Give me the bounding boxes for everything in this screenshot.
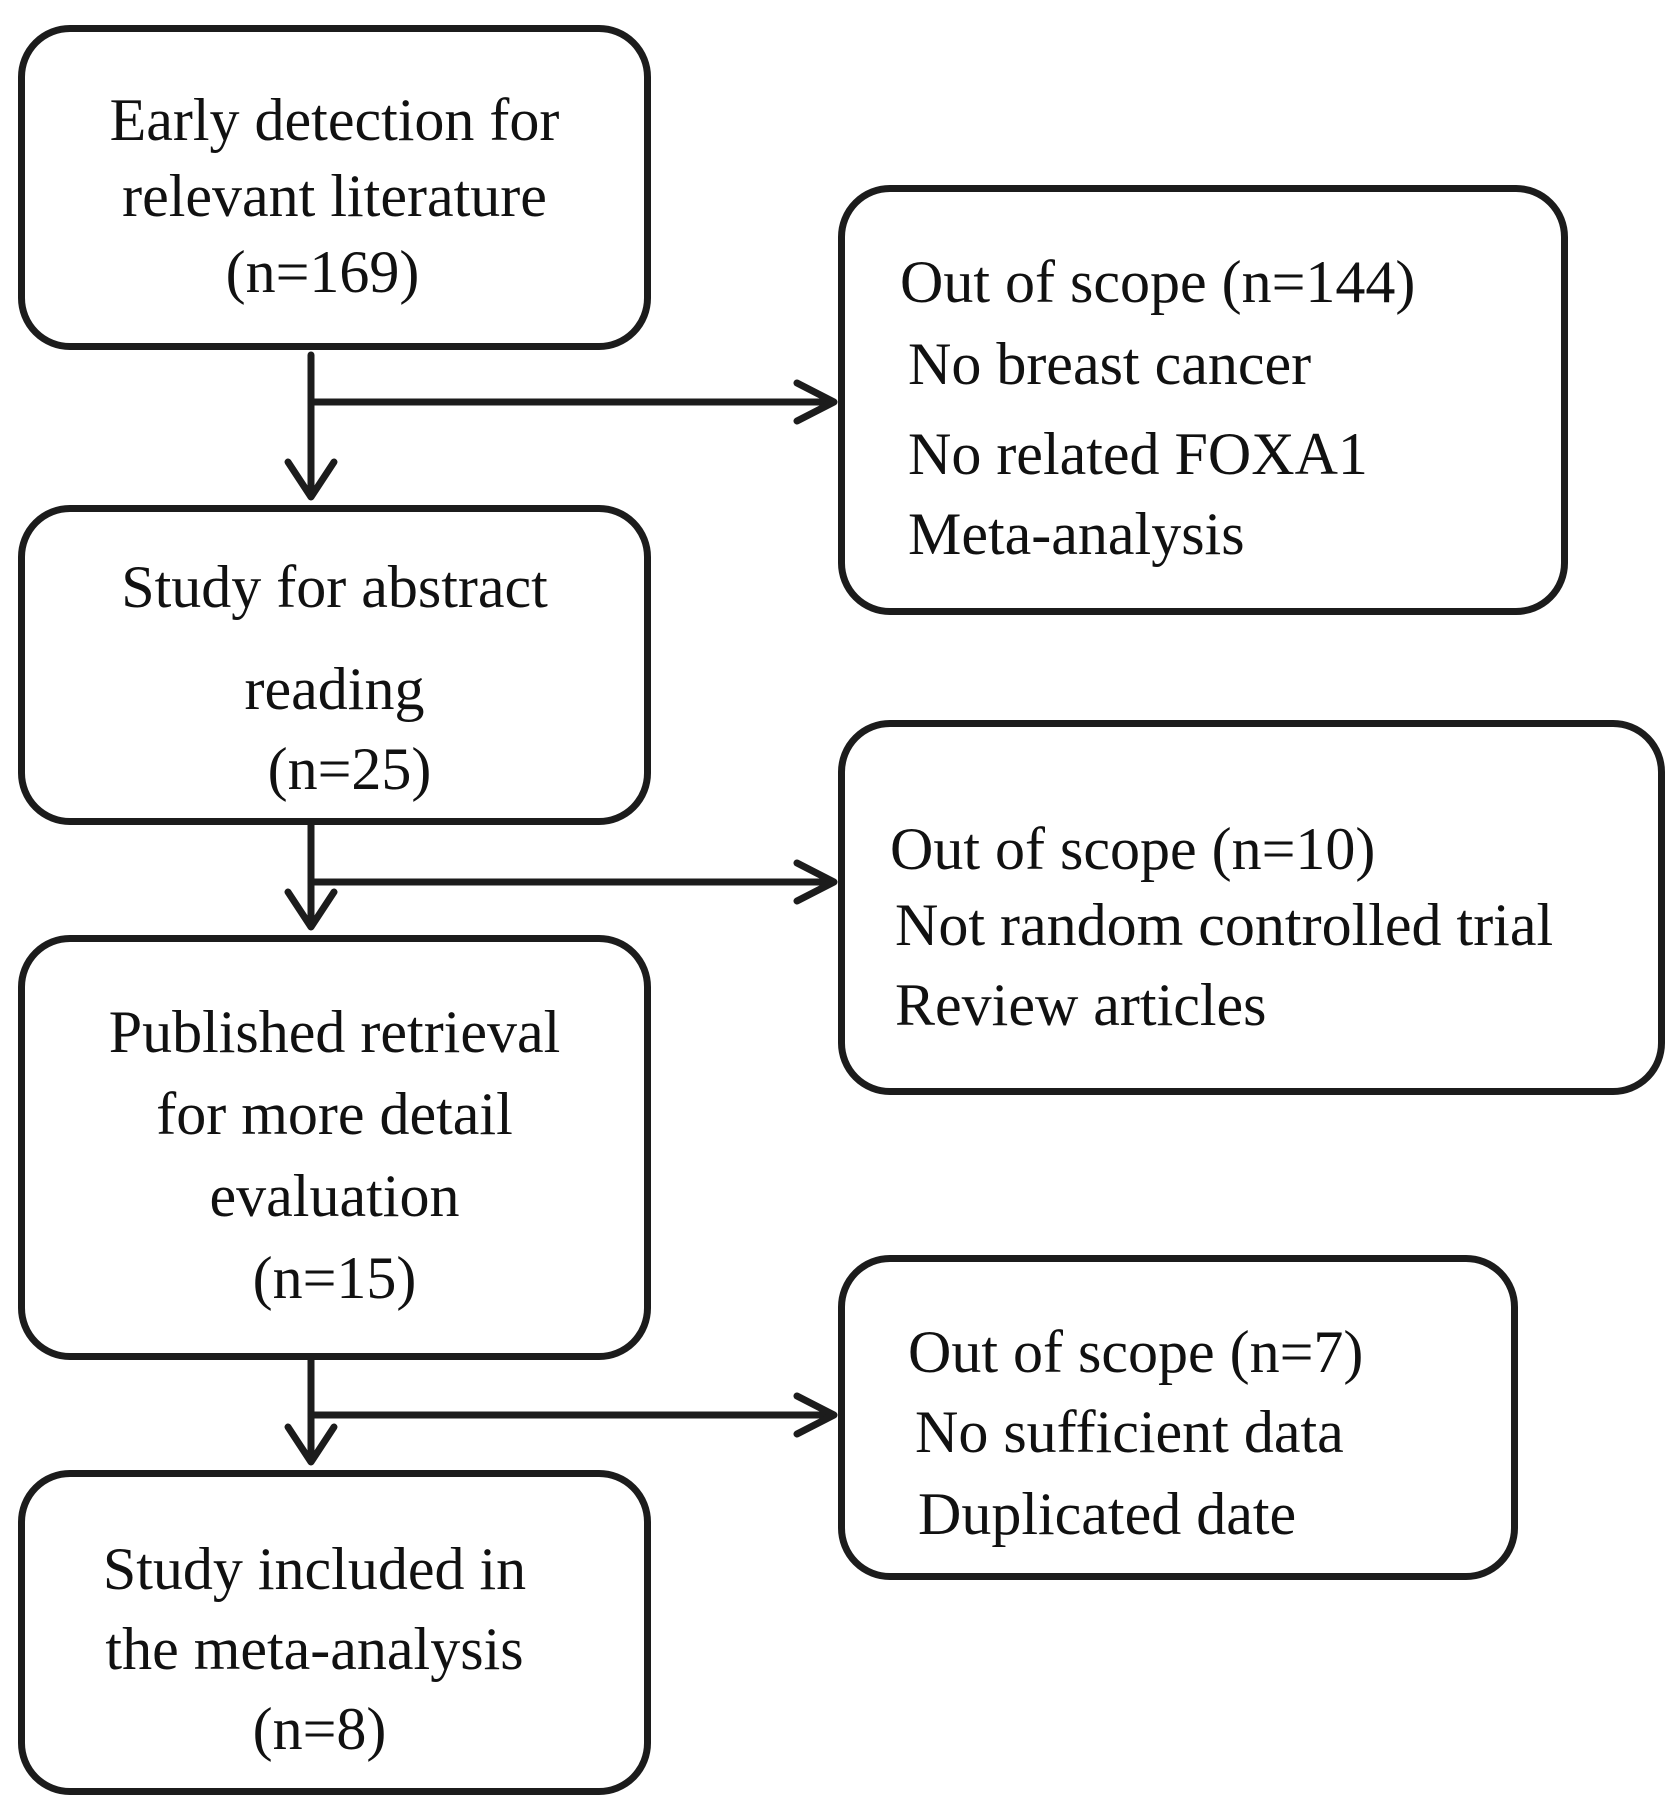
exclusion-reason: No sufficient data [915, 1399, 1344, 1465]
exclusion-box-2: Out of scope (n=10) Not random controlle… [838, 720, 1665, 1095]
stage-text-line: Published retrieval [108, 999, 561, 1065]
exclusion-box-3: Out of scope (n=7) No sufficient data Du… [838, 1255, 1518, 1580]
stage-text-line: Study for abstract [121, 554, 548, 620]
exclusion-box-1: Out of scope (n=144) No breast cancer No… [838, 185, 1568, 615]
stage-text-line: reading [244, 656, 425, 722]
exclusion-reason: Review articles [895, 972, 1267, 1038]
arrowhead-down-2 [284, 888, 338, 931]
stage-text-line: relevant literature [122, 163, 547, 229]
stage-box-initial-detection: Early detection for relevant literature … [18, 25, 651, 350]
exclusion-title: Out of scope (n=10) [890, 816, 1376, 882]
stage-text-line: for more detail [156, 1081, 513, 1147]
arrowhead-right-1 [793, 379, 838, 425]
stage-text-line: evaluation [209, 1163, 460, 1229]
stage-count: (n=15) [252, 1245, 417, 1311]
stage-text-line: the meta-analysis [105, 1616, 524, 1682]
stage-count: (n=8) [252, 1696, 387, 1762]
arrowhead-down-3 [284, 1423, 338, 1466]
arrowhead-down-1 [284, 458, 338, 501]
stage-count: (n=169) [225, 239, 420, 305]
stage-box-detailed-evaluation: Published retrieval for more detail eval… [18, 935, 651, 1360]
stage-text-line: Early detection for [109, 87, 560, 153]
exclusion-title: Out of scope (n=144) [900, 249, 1416, 315]
stage-text-line: Study included in [102, 1536, 527, 1602]
arrowhead-right-2 [793, 859, 838, 905]
stage-box-included-studies: Study included in the meta-analysis (n=8… [18, 1470, 651, 1795]
stage-count: (n=25) [267, 736, 432, 802]
exclusion-reason: Not random controlled trial [895, 892, 1554, 958]
exclusion-reason: No related FOXA1 [908, 421, 1368, 487]
arrowhead-right-3 [793, 1392, 838, 1438]
exclusion-reason: Meta-analysis [908, 501, 1245, 567]
exclusion-title: Out of scope (n=7) [908, 1319, 1364, 1385]
stage-box-abstract-reading: Study for abstract reading (n=25) [18, 505, 651, 825]
exclusion-reason: Duplicated date [918, 1481, 1297, 1547]
exclusion-reason: No breast cancer [908, 331, 1312, 397]
